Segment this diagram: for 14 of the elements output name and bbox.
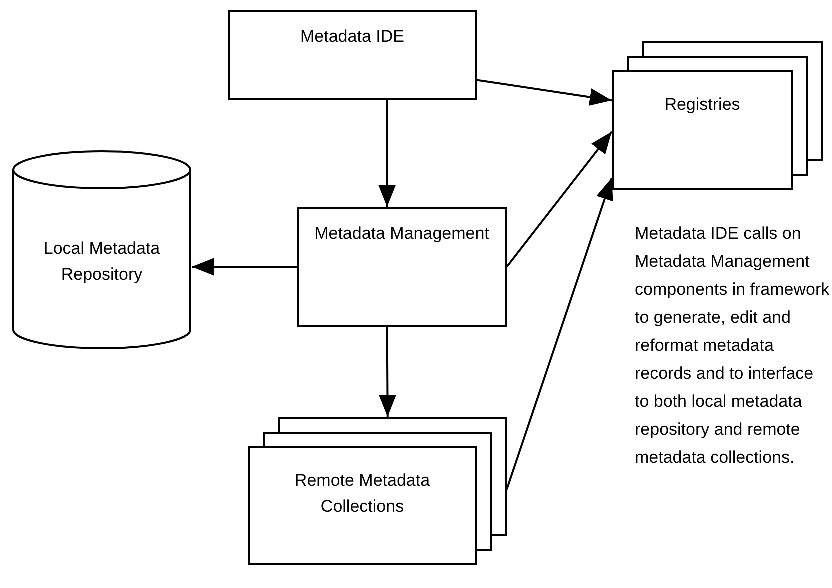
node-label: Metadata Management [314,223,490,245]
arrow [192,258,297,276]
node-label: Metadata IDE [300,26,404,48]
process-box [297,207,507,327]
node-label: Registries [664,94,740,116]
arrow [378,327,397,417]
node-label: Local Metadata Repository [42,238,162,286]
arrow [506,131,613,268]
arrow [506,178,614,490]
node-label: Remote Metadata Collections [294,470,432,518]
arrow [378,100,396,207]
note-text: Metadata IDE calls on Metadata Management components in framework to generate, edit and reformat metadata records and to interface to both local metadata repository and remote metadata collections. [635,223,830,469]
process-box [228,10,477,100]
arrow [476,79,612,106]
